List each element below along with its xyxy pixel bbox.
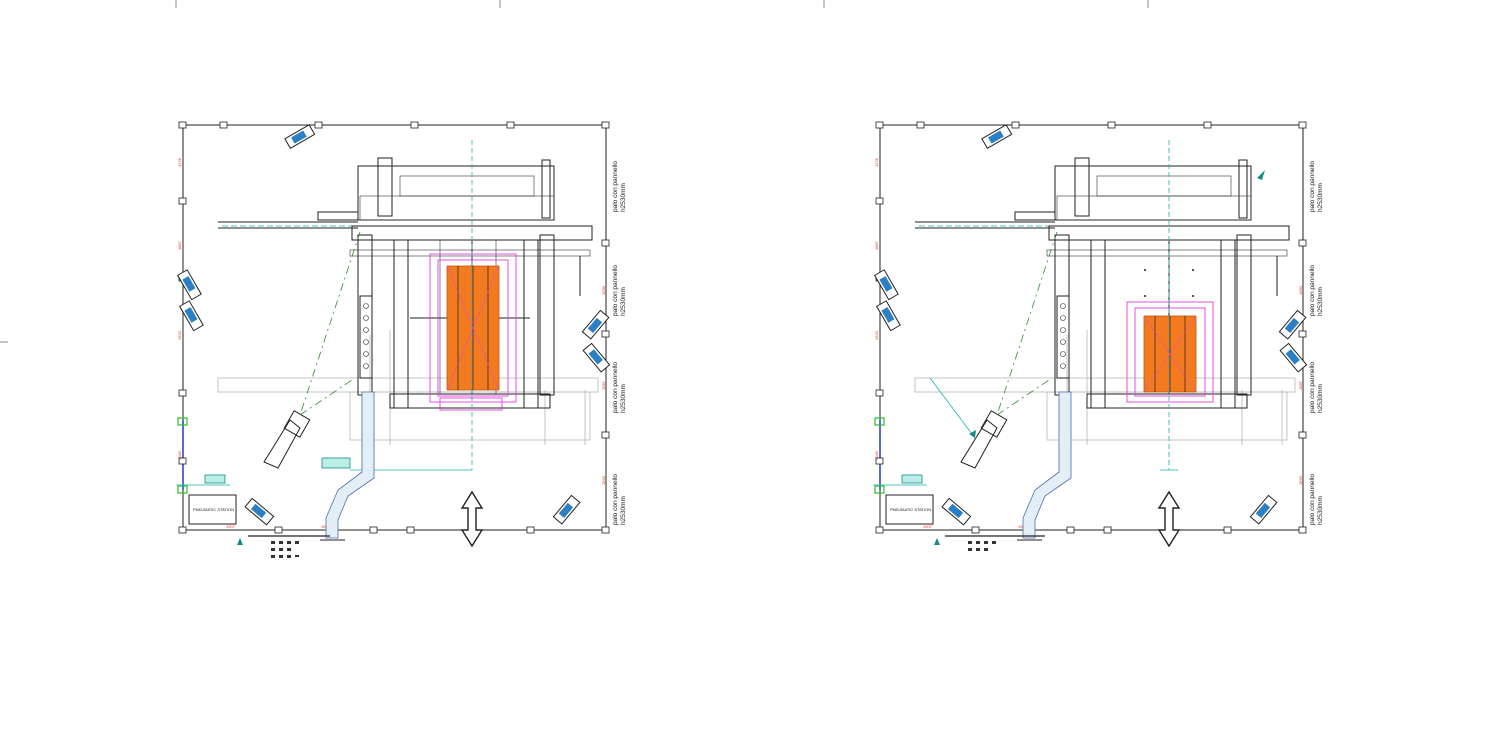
pallet-load xyxy=(1126,301,1214,403)
wrapping-head xyxy=(929,170,1265,469)
post-label-1b: h2530mm xyxy=(1317,183,1324,212)
svg-text:1587: 1587 xyxy=(601,380,606,390)
post-label-4a: palo con pannello xyxy=(612,474,619,525)
direction-arrow-icon xyxy=(1157,490,1181,548)
post-label-2b: h2530mm xyxy=(620,287,627,316)
cyan-sensors xyxy=(176,457,351,486)
fence-perimeter xyxy=(182,124,607,531)
svg-text:1590: 1590 xyxy=(601,285,606,295)
post-label-1a: palo con pannello xyxy=(1309,161,1316,212)
cyan-sensors xyxy=(873,474,927,486)
cable-duct xyxy=(320,391,375,541)
svg-text:1907: 1907 xyxy=(923,524,933,529)
svg-text:1867: 1867 xyxy=(177,240,182,250)
post-label-4b: h2530mm xyxy=(1317,496,1324,525)
post-label-4a: palo con pannello xyxy=(1309,474,1316,525)
pallet-load xyxy=(429,253,517,411)
post-label-3a: palo con pannello xyxy=(612,362,619,413)
svg-text:1563: 1563 xyxy=(601,475,606,485)
svg-text:1278: 1278 xyxy=(874,157,879,167)
direction-arrow-icon xyxy=(460,490,484,548)
safety-column xyxy=(1056,295,1070,379)
post-label-1a: palo con pannello xyxy=(612,161,619,212)
pneumatic-station: PNEUMATIC STATION xyxy=(188,494,237,525)
parts-legend xyxy=(271,541,299,558)
svg-text:1563: 1563 xyxy=(1298,475,1303,485)
svg-text:1590: 1590 xyxy=(1298,285,1303,295)
svg-text:1920: 1920 xyxy=(177,330,182,340)
svg-text:4049: 4049 xyxy=(177,450,182,460)
svg-text:1920: 1920 xyxy=(874,330,879,340)
post-label-3b: h2530mm xyxy=(620,384,627,413)
post-label-4b: h2530mm xyxy=(620,496,627,525)
post-label-2b: h2530mm xyxy=(1317,287,1324,316)
safety-scanners xyxy=(873,124,1308,526)
svg-text:1867: 1867 xyxy=(874,240,879,250)
fence-posts xyxy=(875,121,1307,534)
svg-text:PNEUMATIC STATION: PNEUMATIC STATION xyxy=(193,507,234,512)
post-label-1b: h2530mm xyxy=(620,183,627,212)
safety-scanners xyxy=(176,124,611,526)
gantry-machine xyxy=(915,157,1290,409)
svg-text:1587: 1587 xyxy=(1298,380,1303,390)
wrapping-head xyxy=(263,231,361,469)
svg-text:PNEUMATIC STATION: PNEUMATIC STATION xyxy=(890,507,931,512)
safety-column xyxy=(359,295,373,379)
post-label-2a: palo con pannello xyxy=(612,265,619,316)
svg-text:1907: 1907 xyxy=(226,524,236,529)
post-label-3b: h2530mm xyxy=(1317,384,1324,413)
green-post-markers xyxy=(874,417,885,494)
cable-duct xyxy=(1017,391,1072,541)
post-label-3a: palo con pannello xyxy=(1309,362,1316,413)
svg-text:1278: 1278 xyxy=(177,157,182,167)
parts-legend xyxy=(968,541,996,551)
green-post-markers xyxy=(177,417,188,494)
pneumatic-station: PNEUMATIC STATION xyxy=(885,494,934,525)
post-label-2a: palo con pannello xyxy=(1309,265,1316,316)
svg-text:4049: 4049 xyxy=(874,450,879,460)
